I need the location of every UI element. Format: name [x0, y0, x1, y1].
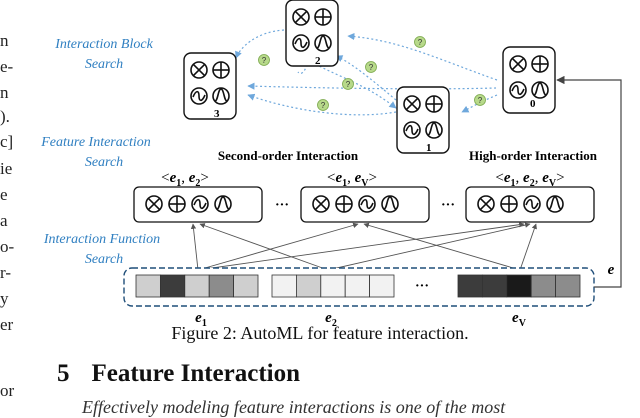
embedding-cell — [184, 274, 210, 298]
tuple-label: <e1, eV> — [327, 170, 377, 189]
interaction-block-2: 2 — [286, 0, 338, 67]
label-interaction-function-search-2: Search — [85, 252, 123, 267]
embedding-cell — [530, 274, 557, 298]
interaction-block-1: 1 — [397, 87, 449, 154]
question-badges: ? ? ? ? ? ? — [258, 36, 486, 111]
feedback-arrow — [556, 75, 622, 288]
embedding-cell — [159, 274, 186, 298]
automl-diagram: Interaction Block Search Feature Interac… — [40, 0, 622, 329]
svg-text:?: ? — [369, 63, 374, 72]
label-interaction-block-search: Interaction Block — [54, 37, 153, 52]
high-order-heading: High-order Interaction — [469, 148, 598, 163]
embedding-label-e2: e2 — [325, 310, 337, 329]
figure-page: n e- n ). c] ie e a o- r- y er or — [0, 0, 622, 417]
embedding-cell — [208, 274, 234, 298]
embedding-cell — [135, 274, 161, 298]
second-order-heading: Second-order Interaction — [218, 148, 359, 163]
block-connectors — [235, 29, 498, 116]
section-number: 5 — [57, 360, 70, 387]
embedding-cell — [457, 274, 483, 298]
embedding-cell — [369, 274, 395, 298]
ellipsis: ··· — [415, 279, 429, 294]
embedding-label-e1: e1 — [195, 310, 207, 329]
embedding-cells — [135, 274, 581, 298]
label-feature-interaction-search-2: Search — [85, 155, 123, 170]
left-fragment: n — [0, 31, 9, 50]
ellipsis: ··· — [441, 198, 455, 213]
figure-caption: Figure 2: AutoML for feature interaction… — [171, 323, 469, 343]
left-fragment: ie — [0, 159, 13, 178]
interaction-block-3: 3 — [184, 53, 236, 120]
function-row-2 — [300, 186, 430, 223]
left-fragment: c] — [0, 132, 14, 151]
embedding-cell — [233, 274, 259, 298]
left-fragment: or — [0, 381, 15, 400]
embedding-cell — [295, 274, 322, 298]
left-fragment: o- — [0, 237, 15, 256]
svg-text:?: ? — [418, 38, 423, 47]
svg-text:?: ? — [346, 80, 351, 89]
tuple-label: <e1, e2, eV> — [495, 170, 564, 189]
svg-text:1: 1 — [426, 142, 432, 154]
embedding-connections — [190, 222, 537, 271]
section-heading: 5 Feature Interaction — [57, 360, 300, 388]
svg-text:?: ? — [262, 56, 267, 65]
function-row-1 — [133, 186, 263, 223]
left-fragment: e- — [0, 57, 14, 76]
svg-text:2: 2 — [315, 55, 321, 67]
label-interaction-function-search: Interaction Function — [43, 232, 160, 247]
embedding-symbol: e — [608, 262, 615, 278]
left-fragment: ). — [0, 107, 10, 126]
left-fragment: e — [0, 185, 8, 204]
embedding-cell — [506, 274, 532, 298]
label-interaction-block-search-2: Search — [85, 57, 123, 72]
ellipsis: ··· — [275, 198, 289, 213]
embedding-cell — [344, 274, 371, 298]
left-fragment: y — [0, 289, 9, 308]
svg-text:3: 3 — [214, 108, 220, 120]
svg-text:0: 0 — [530, 98, 536, 110]
tuple-label: <e1, e2> — [161, 170, 209, 189]
svg-text:?: ? — [478, 96, 483, 105]
left-fragment: n — [0, 83, 9, 102]
left-fragment: a — [0, 211, 8, 230]
embedding-cell — [481, 274, 508, 298]
label-feature-interaction-search: Feature Interaction — [40, 135, 151, 150]
section-title: Feature Interaction — [91, 360, 301, 387]
left-fragment: r- — [0, 263, 11, 282]
interaction-block-0: 0 — [503, 47, 555, 113]
embedding-label-ev: eV — [512, 310, 527, 329]
left-fragment: er — [0, 315, 14, 334]
function-row-3 — [465, 186, 595, 223]
embedding-cell — [555, 274, 581, 298]
svg-text:?: ? — [321, 101, 326, 110]
embedding-cell — [320, 274, 346, 298]
embedding-cell — [271, 274, 297, 298]
